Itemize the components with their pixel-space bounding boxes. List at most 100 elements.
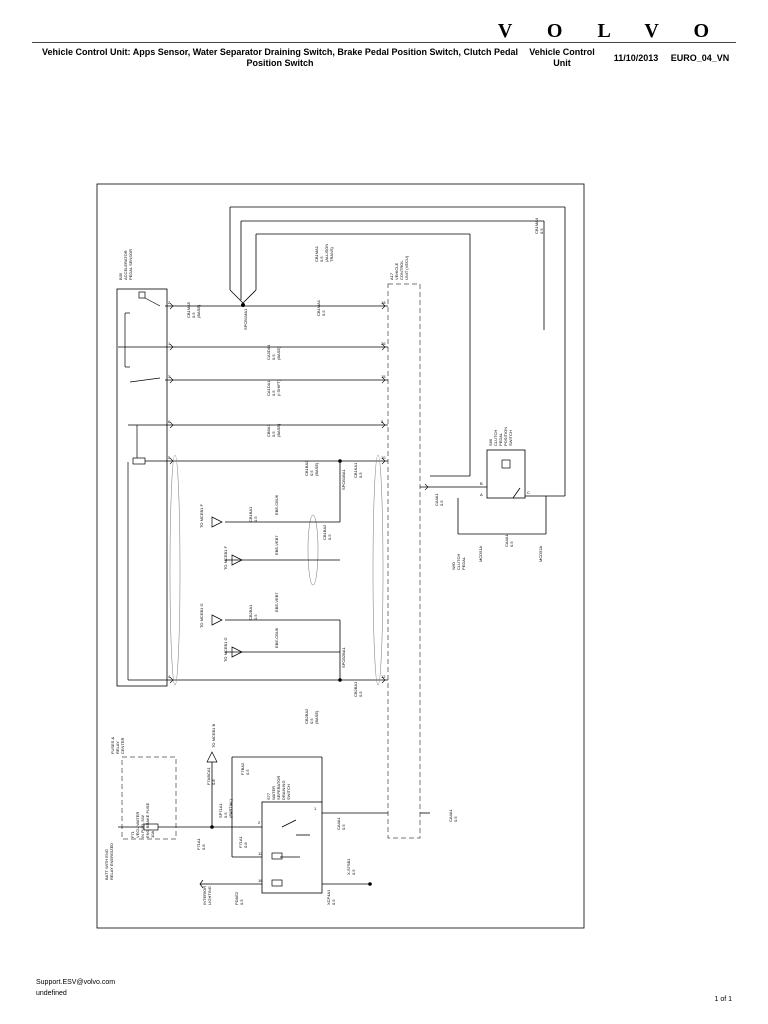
pin-number: C bbox=[527, 490, 530, 495]
clutch-switch-box bbox=[486, 449, 526, 499]
wire-labels: CB1MA50.5(BASE) CB1MA10.5 CA3DA10.5(BASE… bbox=[186, 217, 544, 905]
pin-number: 1 bbox=[314, 806, 317, 811]
component-labels: B35ACCELERATORPEDAL SENSOR A17VEHICLECON… bbox=[104, 249, 513, 880]
wire-label: CB1BA20.5 bbox=[322, 524, 332, 540]
misc-labels: W/OCLUTCHPEDAL INTERIORLIGHTING MCD51A M… bbox=[202, 545, 543, 905]
support-email[interactable]: Support.ESV@volvo.com bbox=[36, 979, 116, 986]
pin-number: A bbox=[480, 492, 483, 497]
wire-label: CA4A10.5 bbox=[434, 493, 444, 506]
fuses-label: FUSES &RELAYCENTER bbox=[110, 737, 125, 754]
pin-number: 18 bbox=[381, 300, 386, 305]
pin-number: 4 bbox=[168, 674, 171, 679]
shield-labels: EBE-CBU6 EBE-VEB7 EBE-VEB7 EBE-CBU6 bbox=[274, 494, 279, 648]
pin-number: 16 bbox=[258, 878, 263, 883]
connector-labels: TO MCEB1 F TO MCEB1 F TO MCEB1 G TO MCEB… bbox=[199, 504, 228, 748]
splice-dot bbox=[241, 303, 245, 307]
connector-label: TO MCEB1 F bbox=[223, 546, 228, 570]
volvo-logo: V O L V O bbox=[497, 20, 724, 42]
wo-clutch-label: W/OCLUTCHPEDAL bbox=[451, 554, 466, 570]
shield-label: EBE-CBU6 bbox=[274, 494, 279, 515]
batt-label: BATT WITH ENGRELAY ENERGIZED bbox=[104, 843, 114, 880]
upper-loop-wires bbox=[229, 206, 566, 497]
water-separator-box bbox=[261, 801, 323, 894]
clutch-wires bbox=[420, 486, 547, 814]
wire-label: CB2BA10.5 bbox=[353, 681, 363, 697]
splice-label: SPCB1MA1 bbox=[243, 308, 248, 330]
pin-number: 15 bbox=[381, 374, 386, 379]
wire-label: X-S7SB10.5 bbox=[346, 858, 356, 875]
wire-label: CA4A10.5 bbox=[336, 817, 346, 830]
shield-ovals bbox=[169, 454, 384, 686]
apps-sensor-box bbox=[116, 288, 168, 687]
splice-label: SPCB2BA1 bbox=[341, 647, 346, 668]
wire-label: CA4A10.5 bbox=[448, 809, 458, 822]
clutch-switch-label: S66CLUTCHPEDALPOSITIONSWITCH bbox=[488, 427, 513, 446]
wire-label: SP71A10.5(PARTIAL) bbox=[218, 798, 233, 818]
pin-number: 12 bbox=[381, 674, 386, 679]
splice-label: SPCB1BA1 bbox=[341, 469, 346, 490]
pin-number: B bbox=[480, 481, 483, 486]
pin-number: 3 bbox=[168, 374, 171, 379]
header-divider bbox=[32, 42, 736, 43]
pin-number: 1 bbox=[168, 341, 171, 346]
wire-label: XCP4A10.5 bbox=[326, 889, 336, 905]
signal-wires bbox=[165, 305, 388, 681]
splice-labels: SPCB1MA1 SPCB1BA1 SPCB2BA1 bbox=[243, 308, 346, 668]
interior-lighting-label: INTERIORLIGHTING bbox=[202, 886, 212, 905]
pin-number: 26 bbox=[381, 341, 386, 346]
water-wires bbox=[118, 756, 388, 885]
wire-label: CB1MA10.5 bbox=[316, 299, 326, 316]
pin-numbers: 2 1 3 6 5 4 18 26 15 8 10 12 B C A 1 2 1… bbox=[168, 300, 530, 883]
wire-label: CB1BA20.5(BASE) bbox=[304, 460, 319, 476]
shield-label: EBE-VEB7 bbox=[274, 592, 279, 612]
header-version: EURO_04_VN bbox=[670, 53, 730, 63]
wire-label: F7ABCA10.8 bbox=[206, 766, 216, 785]
water-switch-label: S77WATERSEPERATORDRAININGSWITCH bbox=[266, 776, 291, 800]
pin-number: 2 bbox=[168, 300, 171, 305]
wire-label: CB2BA20.5(BASE) bbox=[304, 708, 319, 724]
wire-label: CB1BA10.5 bbox=[248, 506, 258, 522]
mcd51-label: MCD51A bbox=[478, 545, 483, 562]
wire-label: PDAE20.5 bbox=[234, 891, 244, 905]
header-unit: Vehicle Control Unit bbox=[529, 47, 595, 68]
pin-number: 8 bbox=[381, 419, 384, 424]
connector-label: TO MCEB1 G bbox=[199, 603, 204, 628]
page-number: 1 of 1 bbox=[714, 996, 732, 1003]
wire-label: F71A10.8 bbox=[238, 835, 248, 848]
pin-number: 10 bbox=[381, 455, 386, 460]
inner-wires bbox=[225, 461, 341, 680]
diagram-frame bbox=[96, 183, 585, 929]
connector-label: TO MCEB1 F bbox=[199, 504, 204, 528]
wire-label: CB1KA10.5 bbox=[353, 462, 363, 478]
mcd52-label: MCD52A bbox=[538, 545, 543, 562]
header-date: 11/10/2013 bbox=[613, 53, 659, 63]
vecu-label: A17VEHICLECONTROLUNIT (VECU) bbox=[389, 255, 409, 280]
connector-label: TO MCEB1 B bbox=[211, 724, 216, 748]
footer-note: undefined bbox=[36, 990, 67, 997]
wire-label: CB1MA50.5(BASE) bbox=[186, 301, 201, 318]
wire-label: CB1MA10.5(ALLISONTRANS) bbox=[314, 244, 334, 262]
shield-label: EBE-VEB7 bbox=[274, 535, 279, 555]
document-title: Vehicle Control Unit: Apps Sensor, Water… bbox=[42, 47, 518, 68]
wire-label: CB6A10.5(BASE) bbox=[266, 423, 281, 437]
vecu-box bbox=[387, 283, 421, 839]
wire-label: CA1DA10.5(I SHIFT) bbox=[266, 379, 281, 396]
connector-label: TO MCEB1 G bbox=[223, 637, 228, 662]
fuse-f71-label: F71VECU WATERIN FUEL SWENG BRAKE FUSE10A bbox=[130, 803, 155, 838]
pin-number: 2 bbox=[258, 820, 261, 825]
connector-chevrons bbox=[169, 302, 386, 684]
wire-label: CA4A10.5 bbox=[504, 534, 514, 547]
wire-label: CB1MA40.5 bbox=[534, 217, 544, 234]
wire-label: F7BA20.5 bbox=[240, 762, 250, 775]
wire-label: F71A10.8 bbox=[196, 837, 206, 850]
pin-number: 5 bbox=[168, 455, 171, 460]
apps-sensor-internals bbox=[118, 291, 165, 681]
apps-label: B35ACCELERATORPEDAL SENSOR bbox=[118, 249, 133, 280]
fuse-relay-center bbox=[121, 756, 177, 840]
pin-number: 12 bbox=[258, 851, 263, 856]
shield-label: EBE-CBU6 bbox=[274, 627, 279, 648]
wire-label: CA3DA10.5(BASE) bbox=[266, 344, 281, 360]
pin-number: 6 bbox=[168, 419, 171, 424]
wire-label: CB2BA10.5 bbox=[248, 604, 258, 620]
